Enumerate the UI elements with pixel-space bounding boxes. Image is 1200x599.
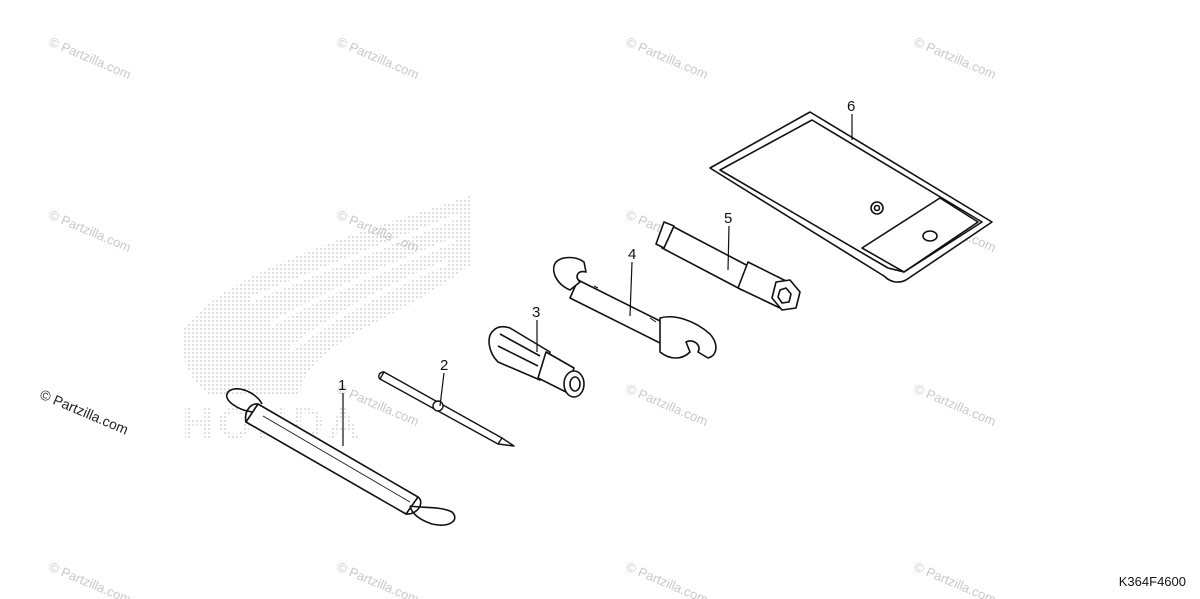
bag-snap-top-inner [873, 204, 881, 212]
watermark-text: © Partzilla.com [624, 34, 711, 82]
bag-snap-top [870, 201, 884, 215]
part-3-screwdriver-handle[interactable] [488, 325, 585, 398]
bag-snap-flap [922, 230, 938, 242]
watermark-text: © Partzilla.com [912, 559, 999, 599]
watermark-text: © Partzilla.com [335, 34, 422, 82]
watermark-text: © Partzilla.com [912, 381, 999, 429]
rod-end-right [405, 496, 422, 515]
bit-collar [432, 400, 444, 412]
callout-numbers: 1 2 3 4 5 6 [338, 98, 855, 394]
callout-4: 4 [628, 246, 636, 263]
bag-inner-edge [719, 119, 983, 273]
watermark-text: © Partzilla.com [47, 559, 134, 599]
rod-highlight [262, 415, 411, 503]
watermark-text: © Partzilla.com [624, 381, 711, 429]
plug-wrench-cap [655, 221, 675, 249]
bit-phillips-tip [497, 437, 515, 447]
wrench-body [569, 279, 671, 345]
watermark-text: © Partzilla.com [912, 34, 999, 82]
handle-flute [497, 333, 541, 367]
part-4-wrench[interactable] [552, 256, 717, 359]
rod-end-left [244, 403, 259, 423]
plug-wrench-hex-hole [777, 287, 792, 304]
callout-3: 3 [532, 304, 540, 321]
watermark-text: © Partzilla.com [47, 207, 134, 255]
bag-flap [861, 197, 979, 273]
leader-5 [727, 225, 730, 271]
watermark-text: © Partzilla.com [47, 34, 134, 82]
watermark-text: © Partzilla.com [335, 559, 422, 599]
wing-feather [249, 212, 461, 352]
callout-6: 6 [847, 98, 855, 115]
watermark-text: © Partzilla.com [624, 559, 711, 599]
handle-socket-inner [569, 376, 581, 392]
callout-1: 1 [338, 377, 346, 394]
part-6-tool-bag[interactable] [709, 111, 993, 283]
wire-loop-bottom [409, 505, 456, 526]
part-1-handle-rod[interactable] [225, 388, 456, 526]
part-2-screwdriver-bit[interactable] [378, 371, 515, 447]
callout-2: 2 [440, 357, 448, 374]
handle-socket [563, 370, 585, 398]
bit-flat-tip [378, 371, 385, 380]
bag-outer [709, 111, 993, 283]
wrench-head-small [552, 256, 587, 291]
watermark-layer: © Partzilla.com © Partzilla.com © Partzi… [47, 34, 999, 599]
honda-wing-logo: HONDA [181, 196, 470, 448]
plug-wrench-hex-end [771, 279, 801, 311]
wire-loop-top [225, 388, 263, 413]
plug-wrench-tube [661, 225, 753, 291]
figure-code: K364F4600 [1118, 574, 1186, 589]
wrench-marking [593, 285, 657, 323]
wrench-head-large [659, 316, 717, 359]
leader-2 [439, 372, 445, 407]
callout-5: 5 [724, 210, 732, 227]
part-5-plug-wrench[interactable] [655, 221, 801, 311]
leader-4 [629, 261, 633, 317]
callout-leaders [342, 114, 853, 446]
